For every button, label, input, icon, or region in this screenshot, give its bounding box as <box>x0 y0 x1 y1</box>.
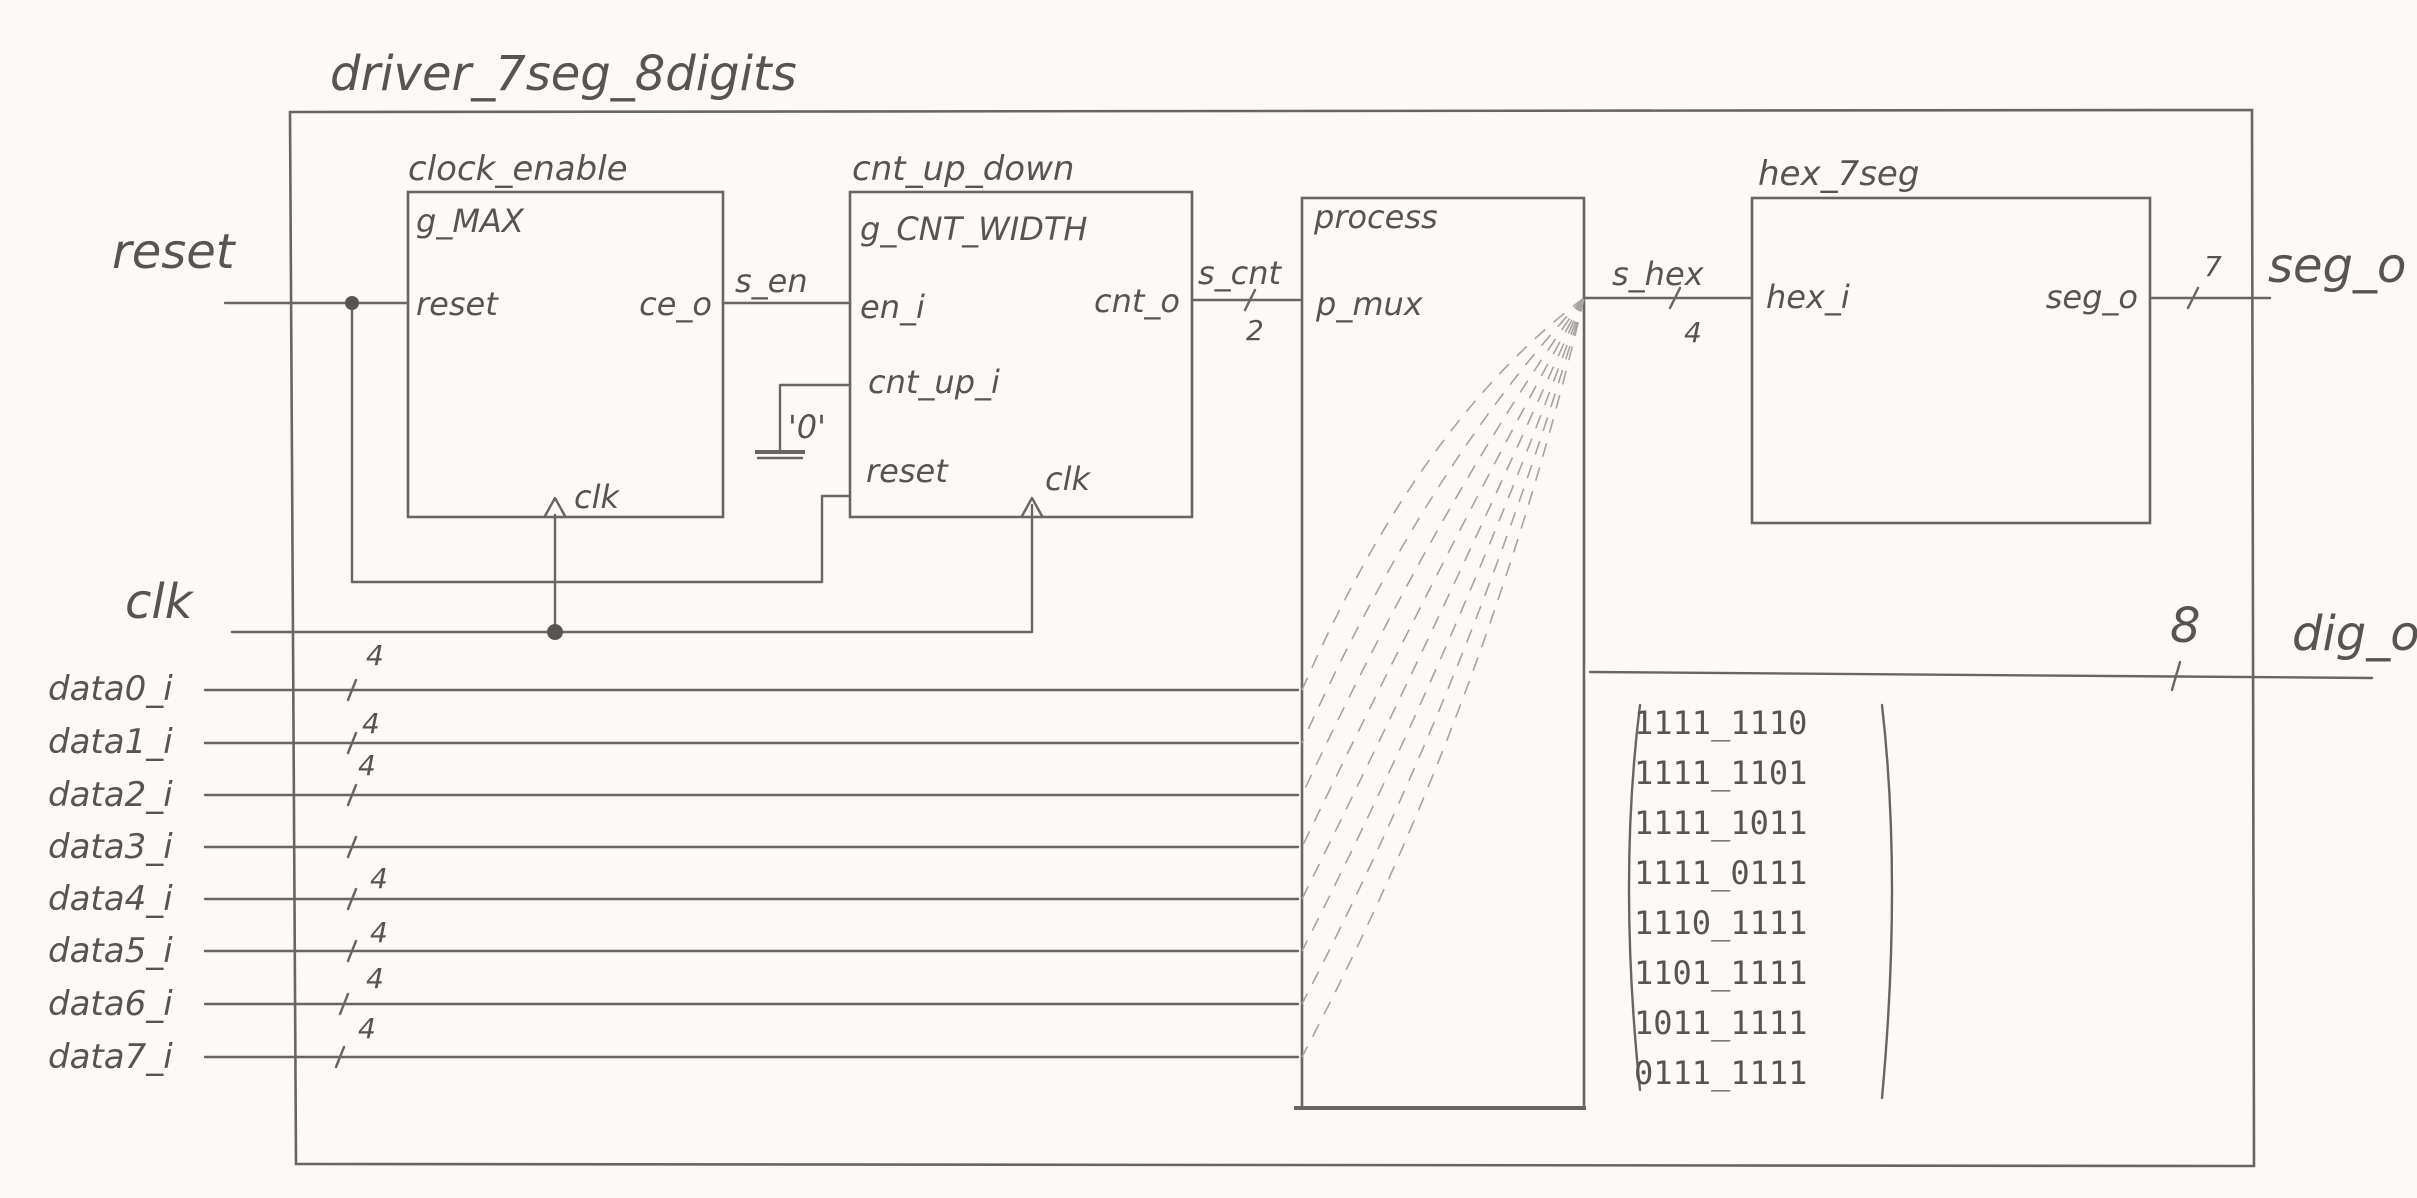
slash-dig-o <box>2170 660 2182 692</box>
data-input-wires: 4 4 4 4 4 4 4 <box>203 639 1300 1069</box>
top-entity-box <box>288 108 2256 1168</box>
signal-s-hex: s_hex <box>1612 255 1705 293</box>
mux-fan <box>1301 297 1585 1058</box>
slash-data2 <box>346 783 358 807</box>
output-dig-label: dig_o <box>2292 606 2417 662</box>
slash-data3 <box>346 835 358 859</box>
clock-enable-ce-port: ce_o <box>639 285 712 323</box>
pattern-row: 1011_1111 <box>1634 1004 1807 1042</box>
counter-reset-port: reset <box>866 452 949 490</box>
input-data6-label: data6_i <box>48 984 173 1024</box>
pattern-row: 1110_1111 <box>1634 904 1807 942</box>
input-clk-label: clk <box>125 574 195 630</box>
counter-clk-port: clk <box>1045 460 1091 498</box>
pattern-row: 0111_1111 <box>1634 1054 1807 1092</box>
slash-data1 <box>346 731 358 755</box>
counter-clk-marker <box>1020 496 1044 518</box>
width-s-hex: 4 <box>1684 316 1702 349</box>
input-data5-label: data5_i <box>48 931 173 971</box>
output-seg-label: seg_o <box>2268 238 2406 294</box>
slash-data5 <box>346 939 358 963</box>
width-data5: 4 <box>370 916 388 949</box>
junction-clk <box>547 624 563 640</box>
width-data6: 4 <box>366 962 384 995</box>
slash-data7 <box>334 1045 346 1069</box>
width-s-cnt: 2 <box>1246 314 1264 347</box>
clock-enable-name: clock_enable <box>408 149 628 189</box>
input-data2-label: data2_i <box>48 775 173 815</box>
slash-s-hex <box>1668 286 1682 310</box>
counter-cnt-port: cnt_o <box>1094 282 1180 320</box>
wire-reset-to-counter <box>350 301 852 584</box>
input-data7-label: data7_i <box>48 1037 173 1077</box>
dig-pattern-table: 1111_1110 1111_1101 1111_1011 1111_0111 … <box>1627 703 1894 1100</box>
input-reset-label: reset <box>112 224 237 280</box>
pattern-row: 1111_1110 <box>1634 704 1807 742</box>
counter-name: cnt_up_down <box>852 149 1074 189</box>
width-data4: 4 <box>370 862 388 895</box>
process-name: p_mux <box>1315 285 1424 323</box>
input-data3-label: data3_i <box>48 827 173 867</box>
counter-generic: g_CNT_WIDTH <box>860 210 1087 248</box>
clock-enable-clk-port: clk <box>574 478 620 516</box>
clock-enable-generic: g_MAX <box>416 202 525 240</box>
pattern-row: 1111_0111 <box>1634 854 1807 892</box>
data-input-labels: data0_i data1_i data2_i data3_i data4_i … <box>48 669 173 1077</box>
width-seg-o: 7 <box>2204 250 2222 283</box>
input-data4-label: data4_i <box>48 879 173 919</box>
width-data2: 4 <box>358 749 376 782</box>
counter-cnt-up-port: cnt_up_i <box>868 363 1000 401</box>
width-dig-o: 8 <box>2170 598 2201 654</box>
pattern-row: 1101_1111 <box>1634 954 1807 992</box>
const-zero-label: '0' <box>788 408 826 446</box>
signal-s-en: s_en <box>735 262 808 300</box>
clock-enable-reset-port: reset <box>416 285 499 323</box>
top-entity-title: driver_7seg_8digits <box>330 46 797 102</box>
counter-en-port: en_i <box>860 288 925 326</box>
wire-clk-main <box>230 503 1034 634</box>
slash-data6 <box>338 992 350 1016</box>
slash-s-cnt <box>1243 288 1257 312</box>
counter-box <box>848 190 1194 519</box>
wire-const-zero <box>778 383 852 454</box>
slash-seg-o <box>2186 286 2200 310</box>
clock-enable-clk-marker <box>543 496 567 518</box>
width-data7: 4 <box>358 1012 376 1045</box>
wire-dig-o <box>1588 670 2374 680</box>
input-data0-label: data0_i <box>48 669 173 709</box>
pattern-bracket-left <box>1627 703 1642 1092</box>
hex7seg-name: hex_7seg <box>1758 154 1919 194</box>
hex7seg-box <box>1750 196 2152 525</box>
width-data0: 4 <box>366 639 384 672</box>
signal-s-cnt: s_cnt <box>1198 254 1283 292</box>
input-data1-label: data1_i <box>48 722 173 762</box>
slash-data4 <box>346 887 358 911</box>
hex7seg-out-port: seg_o <box>2046 278 2138 316</box>
pattern-row: 1111_1101 <box>1634 754 1807 792</box>
width-data1: 4 <box>362 707 380 740</box>
junction-reset <box>345 296 359 310</box>
pattern-bracket-right <box>1880 703 1894 1100</box>
clock-enable-box <box>406 190 725 519</box>
hex7seg-in-port: hex_i <box>1766 278 1850 316</box>
pattern-row: 1111_1011 <box>1634 804 1807 842</box>
process-label: process <box>1313 198 1438 236</box>
slash-data0 <box>346 678 358 702</box>
